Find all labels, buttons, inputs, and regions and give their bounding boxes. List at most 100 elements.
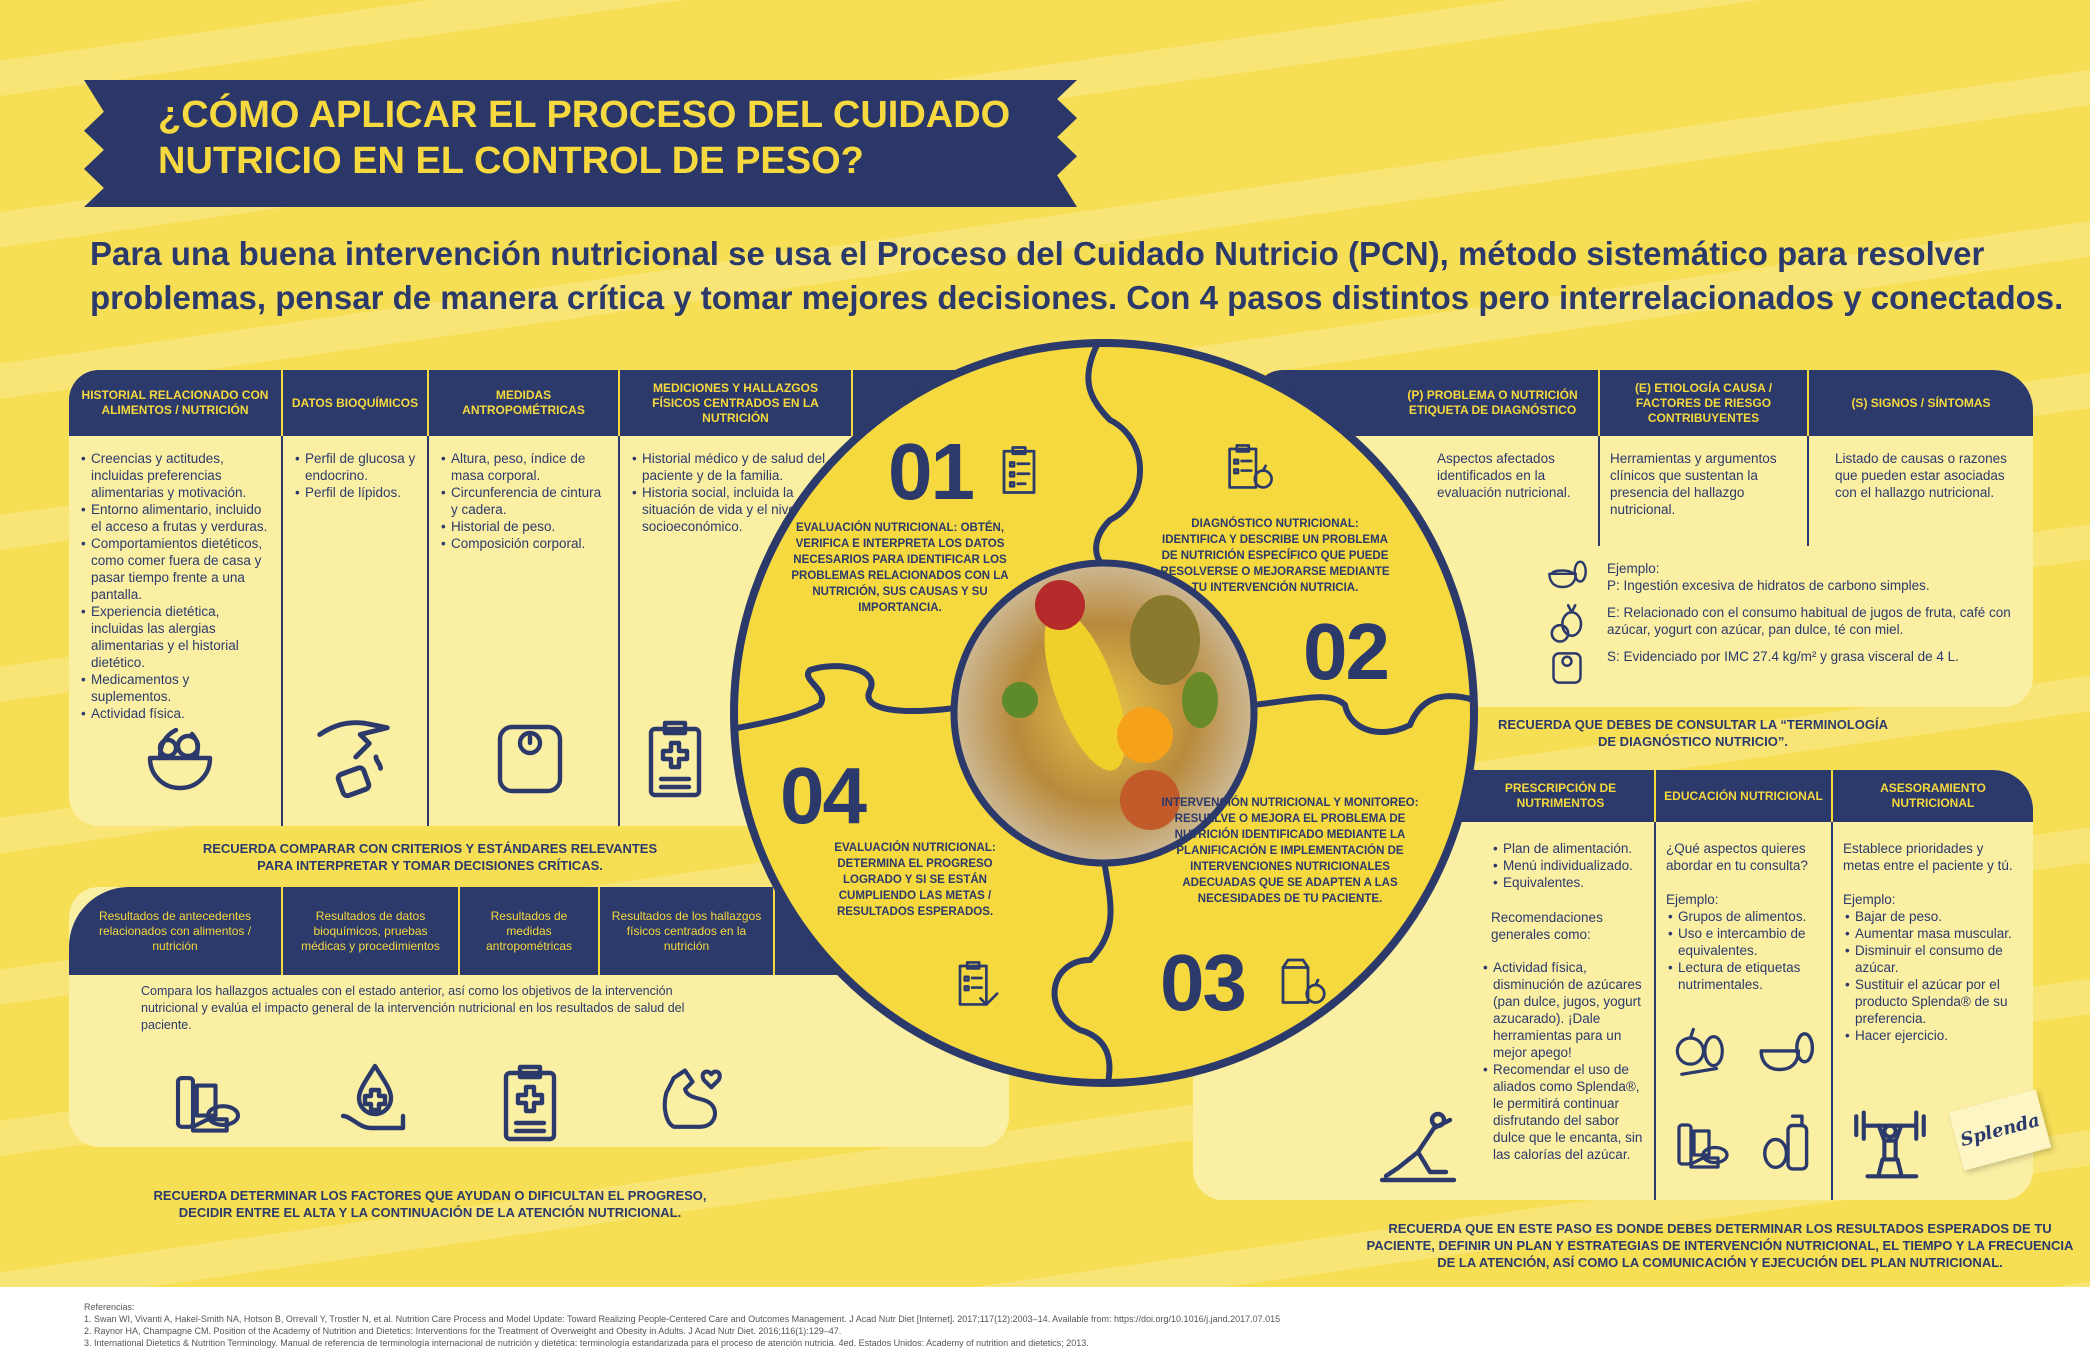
- column-text: Herramientas y argumentos clínicos que s…: [1600, 436, 1809, 546]
- list-item: Disminuir el consumo de azúcar.: [1843, 942, 2023, 976]
- example-problem: P: Ingestión excesiva de hidratos de car…: [1607, 578, 1930, 593]
- list-item: Aumentar masa muscular.: [1843, 925, 2023, 942]
- column-header: PRESCRIPCIÓN DE NUTRIMENTOS: [1467, 770, 1656, 822]
- column-header: Resultados de datos bioquímicos, pruebas…: [283, 887, 460, 975]
- intervention-body: Plan de alimentación.Menú individualizad…: [1193, 822, 2033, 1200]
- list-item: Historia social, incluida la situación d…: [630, 484, 843, 535]
- column-text: Aspectos afectados identificados en la e…: [1387, 436, 1600, 546]
- list-item: Bajar de peso.: [1843, 908, 2023, 925]
- column-header: ASESORAMIENTO NUTRICIONAL: [1880, 781, 1986, 810]
- column-list: Altura, peso, índice de masa corporal.Ci…: [429, 436, 620, 826]
- fruit-icon: [1547, 603, 1587, 645]
- list-item: Creencias y actitudes, incluidas prefere…: [79, 450, 271, 501]
- clipboard-apple-icon: [1225, 443, 1275, 491]
- step-number-01: 01: [888, 427, 975, 516]
- column-header: EDUCACIÓN NUTRICIONAL: [1656, 770, 1833, 822]
- dairy-foods-icon: [168, 1063, 248, 1138]
- medical-clipboard-icon: [645, 718, 705, 800]
- column-list: Perfil de glucosa y endocrino.Perfil de …: [283, 436, 429, 826]
- diagnosis-body: Aspectos afectados identificados en la e…: [1253, 436, 2033, 546]
- intervention-reminder: RECUERDA QUE EN ESTE PASO ES DONDE DEBES…: [1366, 1221, 2074, 1270]
- counseling-list: Bajar de peso.Aumentar masa muscular.Dis…: [1843, 908, 2023, 1044]
- salad-bowl-icon: [140, 718, 220, 798]
- column-header: (E) ETIOLOGÍA CAUSA / FACTORES DE RIESGO…: [1600, 370, 1809, 436]
- education-column: ¿Qué aspectos quieres abordar en tu cons…: [1656, 822, 1833, 1200]
- list-item: 3. International Dietetics & Nutrition T…: [84, 1338, 1089, 1348]
- list-item: Experiencia dietética, incluidas las ale…: [79, 603, 271, 671]
- column-list: Historial médico y de salud del paciente…: [620, 436, 853, 826]
- list-item: Sustituir el azúcar por el producto Sple…: [1843, 976, 2023, 1027]
- column-header: MEDIDAS ANTROPOMÉTRICAS: [429, 370, 620, 436]
- page-title: ¿CÓMO APLICAR EL PROCESO DEL CUIDADO NUT…: [158, 92, 1058, 184]
- list-item: Circunferencia de cintura y cadera.: [439, 484, 608, 518]
- column-header: Resultados de medidas antropométricas: [460, 887, 600, 975]
- diagnosis-header: (P) PROBLEMA O NUTRICIÓN ETIQUETA DE DIA…: [1253, 370, 2033, 436]
- healthy-fats-icon: [1760, 1110, 1816, 1172]
- references-footer: Referencias: 1. Swan WI, Vivanti A, Hake…: [0, 1287, 2090, 1368]
- medical-clipboard-icon: [500, 1063, 560, 1143]
- list-item: Recomendar el uso de aliados como Splend…: [1481, 1061, 1644, 1163]
- dairy-foods-icon: [1672, 1113, 1734, 1173]
- monitoring-text: Compara los hallazgos actuales con el es…: [141, 984, 685, 1032]
- title-line-1: ¿CÓMO APLICAR EL PROCESO DEL CUIDADO: [158, 94, 1011, 136]
- column-header: Resultados de los hallazgos físicos cent…: [600, 887, 775, 975]
- education-example-label: Ejemplo:: [1666, 892, 1719, 907]
- list-item: Composición corporal.: [439, 535, 608, 552]
- counseling-column: Establece prioridades y metas entre el p…: [1833, 822, 2033, 1200]
- step-number-03: 03: [1160, 938, 1247, 1027]
- list-item: Uso e intercambio de equivalentes.: [1666, 925, 1821, 959]
- title-line-2: NUTRICIO EN EL CONTROL DE PESO?: [158, 140, 864, 182]
- muscle-heart-icon: [655, 1063, 730, 1138]
- column-text: Listado de causas o razones que pueden e…: [1835, 451, 2007, 500]
- step-number-02: 02: [1303, 607, 1390, 696]
- column-header: DATOS BIOQUÍMICOS: [283, 370, 429, 436]
- list-item: Plan de alimentación.: [1491, 840, 1644, 857]
- step-02-text: DIAGNÓSTICO NUTRICIONAL: IDENTIFICA Y DE…: [1160, 518, 1390, 594]
- example-label: Ejemplo:: [1607, 561, 1660, 576]
- bread-bowl-icon: [1545, 558, 1589, 594]
- grain-bowl-icon: [1755, 1025, 1817, 1083]
- list-item: Perfil de glucosa y endocrino.: [293, 450, 417, 484]
- scale-icon: [1550, 650, 1584, 686]
- assessment-reminder: RECUERDA COMPARAR CON CRITERIOS Y ESTÁND…: [202, 841, 658, 873]
- list-item: Equivalentes.: [1491, 874, 1644, 891]
- list-item: Grupos de alimentos.: [1666, 908, 1821, 925]
- recommendations-list: Actividad física, disminución de azúcare…: [1477, 959, 1644, 1163]
- diagnosis-reminder: RECUERDA QUE DEBES DE CONSULTAR LA “TERM…: [1497, 717, 1888, 749]
- example-etiology: E: Relacionado con el consumo habitual d…: [1607, 605, 2011, 637]
- puzzle-divider-lines: [736, 343, 1475, 1084]
- list-item: Actividad física, disminución de azúcare…: [1481, 959, 1644, 1061]
- list-item: Menú individualizado.: [1491, 857, 1644, 874]
- counseling-intro: Establece prioridades y metas entre el p…: [1843, 841, 2013, 873]
- list-item: Historial de peso.: [439, 518, 608, 535]
- list-item: Altura, peso, índice de masa corporal.: [439, 450, 608, 484]
- diagnosis-example: Ejemplo: P: Ingestión excesiva de hidrat…: [1607, 560, 2027, 665]
- assessment-body: Creencias y actitudes, incluidas prefere…: [69, 436, 1069, 826]
- title-banner: [84, 80, 1077, 207]
- step-number-04: 04: [780, 751, 867, 840]
- prescription-list: Plan de alimentación.Menú individualizad…: [1477, 840, 1644, 891]
- milk-apple-icon: [1278, 955, 1328, 1005]
- list-item: Hacer ejercicio.: [1843, 1027, 2023, 1044]
- monitoring-panel: Resultados de antecedentes relacionados …: [69, 887, 1009, 1147]
- step-01-text: EVALUACIÓN NUTRICIONAL: OBTÉN, VERIFICA …: [791, 522, 1009, 614]
- references-label: Referencias:: [84, 1302, 135, 1312]
- list-item: Entorno alimentario, incluido el acceso …: [79, 501, 271, 535]
- column-header: MEDICIONES Y HALLAZGOS FÍSICOS CENTRADOS…: [620, 370, 853, 436]
- glucose-meter-icon: [313, 712, 403, 802]
- prescription-subtitle: Recomendaciones generales como:: [1491, 910, 1603, 942]
- intro-text: Para una buena intervención nutricional …: [90, 235, 2064, 316]
- column-header: HISTORIAL RELACIONADO CON ALIMENTOS / NU…: [69, 370, 283, 436]
- weightlifter-icon: [1850, 1105, 1930, 1180]
- list-item: Historial médico y de salud del paciente…: [630, 450, 843, 484]
- prescription-column: Plan de alimentación.Menú individualizad…: [1467, 822, 1656, 1200]
- step-03-text: INTERVENCIÓN NUTRICIONAL Y MONITOREO: RE…: [1161, 797, 1419, 905]
- example-signs: S: Evidenciado por IMC 27.4 kg/m² y gras…: [1607, 649, 1959, 664]
- list-item: 2. Raynor HA, Champagne CM. Position of …: [84, 1326, 842, 1336]
- column-header: (P) PROBLEMA O NUTRICIÓN ETIQUETA DE DIA…: [1387, 370, 1600, 436]
- education-question: ¿Qué aspectos quieres abordar en tu cons…: [1666, 841, 1808, 873]
- monitoring-reminder: RECUERDA DETERMINAR LOS FACTORES QUE AYU…: [153, 1188, 707, 1220]
- references-list: 1. Swan WI, Vivanti A, Hakel-Smith NA, H…: [84, 1313, 2006, 1349]
- list-item: Actividad física.: [79, 705, 271, 722]
